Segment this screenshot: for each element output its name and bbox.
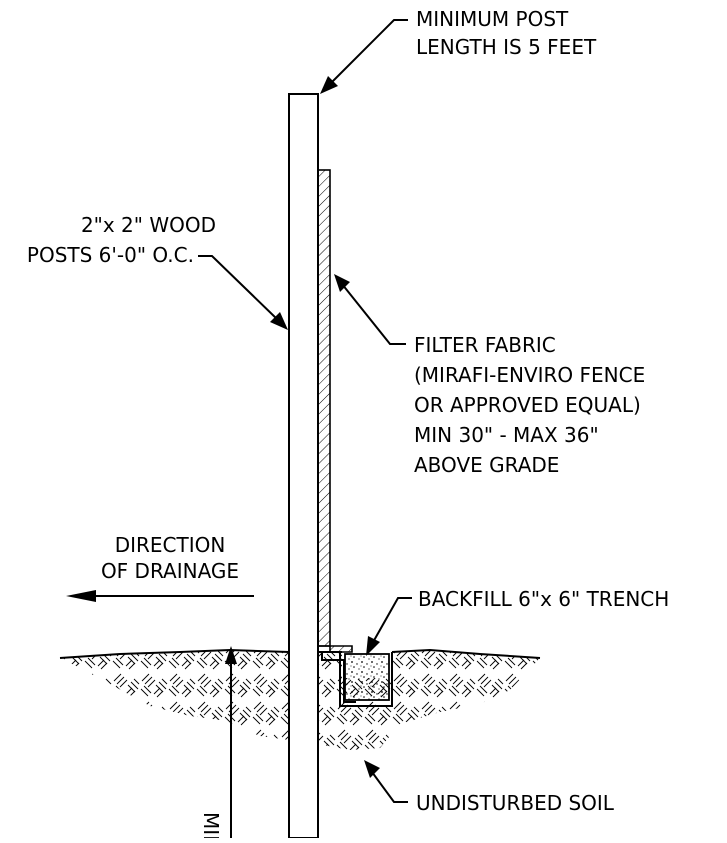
dimension-arrowhead: [225, 646, 237, 664]
label-fabric-2: (MIRAFI-ENVIRO FENCE: [414, 363, 645, 387]
backfill-trench: [344, 653, 390, 701]
label-drainage-1: DIRECTION: [115, 533, 226, 557]
label-fabric-4: MIN 30" - MAX 36": [414, 423, 599, 447]
trench-outline: [339, 652, 393, 707]
label-post-length-1: MINIMUM POST: [416, 7, 569, 31]
label-backfill: BACKFILL 6"x 6" TRENCH: [418, 587, 669, 611]
label-fabric-1: FILTER FABRIC: [414, 333, 556, 357]
label-fabric-5: ABOVE GRADE: [414, 453, 559, 477]
label-wood-posts-2: POSTS 6'-0" O.C.: [27, 243, 194, 267]
ground-surface-line: [59, 648, 290, 659]
label-wood-posts-1: 2"x 2" WOOD: [81, 213, 216, 237]
filter-fabric: [317, 169, 331, 647]
leader-filter-fabric-arrow: [334, 274, 350, 292]
leader-backfill-arrow: [366, 636, 380, 656]
filter-fabric-toe: [318, 645, 353, 653]
wood-post: [288, 93, 319, 839]
label-soil: UNDISTURBED SOIL: [416, 791, 615, 815]
dimension-label: MIN: [199, 812, 223, 838]
leader-post-length-arrow: [320, 76, 338, 94]
label-drainage-2: OF DRAINAGE: [101, 559, 239, 583]
leader-backfill: [371, 597, 412, 645]
soil-hatch-left: [60, 650, 289, 740]
label-post-length-2: LENGTH IS 5 FEET: [416, 35, 597, 59]
drainage-arrowhead: [66, 590, 96, 602]
leader-wood-posts-arrow: [270, 312, 288, 330]
leader-filter-fabric: [341, 283, 406, 345]
leader-post-length: [329, 19, 408, 85]
leader-wood-posts: [198, 255, 279, 321]
label-fabric-3: OR APPROVED EQUAL): [414, 393, 641, 417]
fabric-trench-wrap: [321, 652, 356, 703]
soil-hatch-right: [318, 650, 540, 750]
leader-soil: [371, 771, 408, 803]
leader-soil-arrow: [364, 760, 380, 778]
